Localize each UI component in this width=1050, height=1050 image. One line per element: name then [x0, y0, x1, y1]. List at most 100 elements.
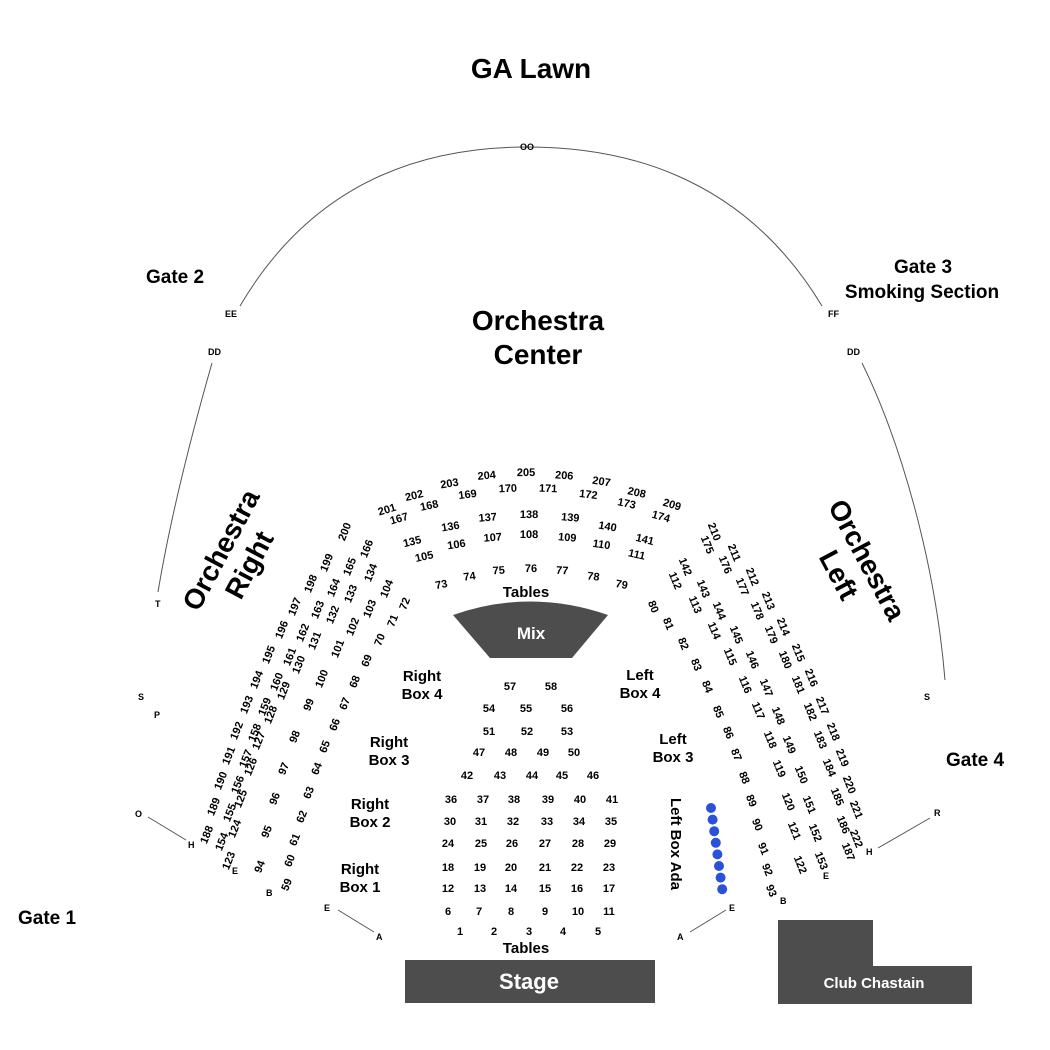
box-163[interactable]: 163	[309, 599, 327, 621]
table-55[interactable]: 55	[520, 703, 532, 715]
box-208[interactable]: 208	[626, 485, 647, 501]
box-194[interactable]: 194	[248, 668, 266, 690]
table-25[interactable]: 25	[475, 838, 487, 850]
box-221[interactable]: 221	[847, 799, 865, 821]
table-50[interactable]: 50	[568, 747, 580, 759]
table-29[interactable]: 29	[604, 838, 616, 850]
table-5[interactable]: 5	[595, 926, 601, 938]
box-150[interactable]: 150	[792, 764, 810, 786]
table-56[interactable]: 56	[561, 703, 573, 715]
table-38[interactable]: 38	[508, 794, 520, 806]
table-8[interactable]: 8	[508, 906, 514, 918]
box-132[interactable]: 132	[324, 604, 342, 626]
table-11[interactable]: 11	[603, 906, 615, 918]
table-23[interactable]: 23	[603, 862, 615, 874]
box-116[interactable]: 116	[736, 674, 754, 695]
box-153[interactable]: 153	[812, 850, 830, 872]
box-90[interactable]: 90	[749, 817, 765, 833]
box-72[interactable]: 72	[397, 596, 413, 612]
row-label-e-front-right[interactable]: E	[729, 903, 735, 913]
box-85[interactable]: 85	[710, 704, 726, 720]
box-138[interactable]: 138	[520, 509, 538, 521]
table-15[interactable]: 15	[539, 883, 551, 895]
right-box-4-line2[interactable]: Box 4	[402, 686, 444, 703]
table-54[interactable]: 54	[483, 703, 496, 715]
table-17[interactable]: 17	[603, 883, 615, 895]
box-76[interactable]: 76	[525, 563, 537, 575]
box-60[interactable]: 60	[282, 853, 298, 869]
table-22[interactable]: 22	[571, 862, 583, 874]
box-205[interactable]: 205	[517, 467, 535, 479]
box-67[interactable]: 67	[337, 696, 353, 712]
mix-booth[interactable]: Mix	[453, 601, 608, 659]
row-label-dd-left[interactable]: DD	[208, 347, 221, 357]
table-40[interactable]: 40	[574, 794, 586, 806]
table-26[interactable]: 26	[506, 838, 518, 850]
box-183[interactable]: 183	[811, 729, 829, 751]
table-13[interactable]: 13	[474, 883, 486, 895]
table-51[interactable]: 51	[483, 726, 495, 738]
box-145[interactable]: 145	[727, 624, 745, 646]
table-6[interactable]: 6	[445, 906, 451, 918]
box-63[interactable]: 63	[301, 785, 317, 801]
left-box-ada-label[interactable]: Left Box Ada	[667, 798, 684, 891]
box-112[interactable]: 112	[666, 570, 684, 591]
box-137[interactable]: 137	[478, 511, 497, 525]
ada-seat[interactable]	[712, 849, 723, 860]
box-71[interactable]: 71	[385, 613, 401, 629]
table-3[interactable]: 3	[526, 926, 532, 938]
table-34[interactable]: 34	[573, 816, 586, 828]
table-32[interactable]: 32	[507, 816, 519, 828]
table-18[interactable]: 18	[442, 862, 454, 874]
box-65[interactable]: 65	[317, 739, 333, 755]
box-86[interactable]: 86	[720, 725, 736, 741]
ada-seat[interactable]	[706, 803, 716, 813]
table-42[interactable]: 42	[461, 770, 473, 782]
table-2[interactable]: 2	[491, 926, 497, 938]
box-184[interactable]: 184	[820, 757, 838, 779]
box-196[interactable]: 196	[273, 619, 291, 641]
box-120[interactable]: 120	[779, 791, 797, 813]
box-202[interactable]: 202	[404, 488, 425, 504]
left-box-3-line2[interactable]: Box 3	[653, 749, 694, 766]
box-91[interactable]: 91	[755, 841, 771, 857]
box-206[interactable]: 206	[555, 469, 574, 482]
table-10[interactable]: 10	[572, 906, 584, 918]
table-43[interactable]: 43	[494, 770, 506, 782]
row-label-e-front-left[interactable]: E	[324, 903, 330, 913]
row-label-b-left[interactable]: B	[266, 888, 273, 898]
box-209[interactable]: 209	[661, 497, 682, 514]
left-box-4-line1[interactable]: Left	[626, 667, 654, 684]
box-115[interactable]: 115	[721, 646, 739, 667]
box-59[interactable]: 59	[279, 877, 295, 893]
box-197[interactable]: 197	[286, 596, 304, 618]
box-147[interactable]: 147	[757, 677, 775, 699]
table-58[interactable]: 58	[545, 681, 557, 693]
box-134[interactable]: 134	[362, 561, 380, 583]
box-104[interactable]: 104	[378, 577, 396, 599]
ada-seat[interactable]	[710, 837, 721, 848]
box-173[interactable]: 173	[616, 496, 636, 511]
box-78[interactable]: 78	[587, 570, 601, 583]
box-119[interactable]: 119	[770, 758, 788, 779]
table-4[interactable]: 4	[560, 926, 567, 938]
table-45[interactable]: 45	[556, 770, 568, 782]
left-box-3-line1[interactable]: Left	[659, 731, 687, 748]
row-label-o[interactable]: O	[135, 809, 142, 819]
box-167[interactable]: 167	[389, 511, 410, 527]
row-label-b-right[interactable]: B	[780, 896, 787, 906]
table-52[interactable]: 52	[521, 726, 533, 738]
smoking-section-label[interactable]: Smoking Section	[845, 282, 999, 303]
ada-seat[interactable]	[714, 861, 724, 871]
box-192[interactable]: 192	[228, 720, 246, 742]
box-70[interactable]: 70	[372, 632, 388, 648]
table-37[interactable]: 37	[477, 794, 489, 806]
box-190[interactable]: 190	[212, 770, 230, 792]
box-203[interactable]: 203	[439, 477, 459, 492]
row-label-ee[interactable]: EE	[225, 309, 237, 319]
table-14[interactable]: 14	[505, 883, 518, 895]
box-152[interactable]: 152	[806, 822, 824, 844]
ada-seat[interactable]	[709, 826, 720, 837]
table-27[interactable]: 27	[539, 838, 551, 850]
box-101[interactable]: 101	[329, 638, 347, 660]
